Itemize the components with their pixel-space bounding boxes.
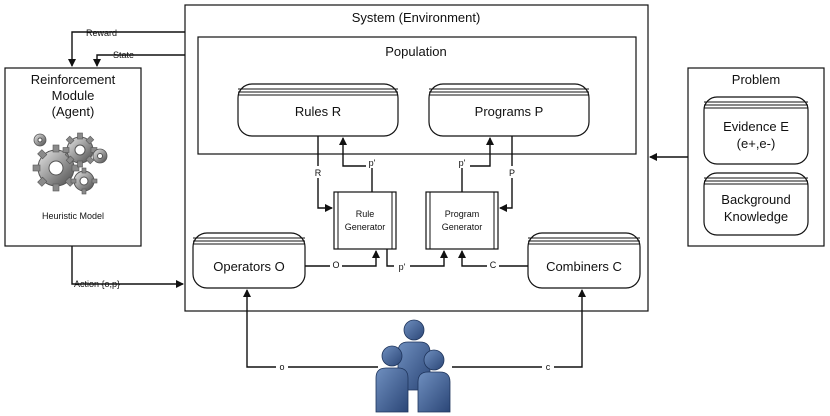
programs-to-proggen-arrow — [499, 136, 513, 212]
reward-label: Reward — [86, 28, 117, 38]
program-generator: Program Generator — [425, 191, 499, 250]
programs-store: Programs P — [428, 83, 590, 137]
rule-generator: Rule Generator — [333, 191, 397, 250]
connectors — [68, 31, 688, 368]
background-line2: Knowledge — [724, 209, 788, 224]
evidence-store: Evidence E (e+,e-) — [703, 96, 809, 165]
rule-generator-line1: Rule — [356, 209, 375, 219]
programs-label: Programs P — [475, 104, 544, 119]
o-operators-label: O — [332, 260, 339, 270]
problem-title: Problem — [732, 72, 780, 87]
reward-arrow — [68, 31, 185, 67]
r-label: R — [315, 168, 322, 178]
rulegen-to-rules-arrow — [339, 137, 373, 192]
p-prime-ops-label: p' — [399, 262, 406, 272]
c-users-label: c — [546, 362, 551, 372]
agent-title-line3: (Agent) — [52, 104, 95, 119]
proggen-to-programs-arrow — [461, 137, 494, 192]
rules-to-rulegen-arrow — [317, 136, 333, 212]
rule-generator-line2: Generator — [345, 222, 386, 232]
rules-label: Rules R — [295, 104, 341, 119]
arrow-labels: Reward State Action {o,p} R p' p' P O p'… — [74, 28, 554, 373]
operators-to-rulegen-arrow — [305, 250, 380, 267]
program-generator-line1: Program — [445, 209, 480, 219]
rulegen-to-proggen-arrow — [386, 249, 448, 267]
combiners-to-proggen-arrow — [458, 250, 528, 267]
program-generator-line2: Generator — [442, 222, 483, 232]
agent-title-line2: Module — [52, 88, 95, 103]
heuristic-model-label: Heuristic Model — [42, 211, 104, 221]
background-line1: Background — [721, 192, 790, 207]
agent-box: Reinforcement Module (Agent) Heuristic M… — [4, 67, 142, 247]
operators-label: Operators O — [213, 259, 285, 274]
gears-icon — [32, 132, 108, 195]
state-arrow — [93, 54, 185, 67]
action-arrow — [71, 246, 184, 288]
users-to-operators-arrow — [243, 289, 378, 368]
background-knowledge-store: Background Knowledge — [703, 172, 809, 236]
rules-store: Rules R — [237, 83, 399, 137]
system-title: System (Environment) — [352, 10, 481, 25]
evidence-line2: (e+,e-) — [737, 136, 776, 151]
action-label: Action {o,p} — [74, 279, 120, 289]
state-label: State — [113, 50, 134, 60]
combiners-store: Combiners C — [527, 232, 641, 289]
p-prime-rule-label: p' — [369, 158, 376, 168]
users-icon — [375, 319, 451, 413]
combiners-label: Combiners C — [546, 259, 622, 274]
population-title: Population — [385, 44, 446, 59]
operators-store: Operators O — [192, 232, 306, 289]
users-to-combiners-arrow — [452, 289, 586, 368]
o-users-label: o — [279, 362, 284, 372]
c-combiners-label: C — [490, 260, 497, 270]
evidence-line1: Evidence E — [723, 119, 789, 134]
agent-title-line1: Reinforcement — [31, 72, 116, 87]
p-prime-prog-label: p' — [459, 158, 466, 168]
p-label: P — [509, 168, 515, 178]
